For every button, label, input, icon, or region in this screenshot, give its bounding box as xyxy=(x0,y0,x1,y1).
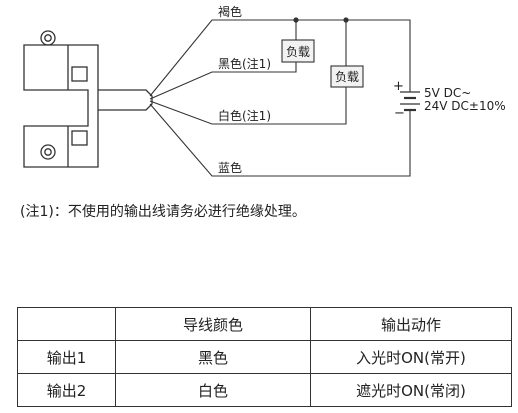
table-row: 输出1 黑色 入光时ON(常开) xyxy=(17,340,512,374)
wire-brown xyxy=(149,19,411,97)
wire-blue-label: 蓝色 xyxy=(218,161,242,175)
table-header-cell xyxy=(17,307,116,341)
supply-minus-sign: − xyxy=(394,106,405,121)
wire-white-label: 白色(注1) xyxy=(218,108,271,123)
table-cell: 输出1 xyxy=(17,340,116,374)
junction-dots xyxy=(293,17,349,23)
supply-voltage-line1: 5V DC~ xyxy=(424,86,471,100)
table-header-cell: 导线颜色 xyxy=(115,307,311,341)
supply-voltage-line2: 24V DC±10% xyxy=(424,99,506,113)
wire-white xyxy=(149,87,347,125)
wire-black xyxy=(149,62,297,100)
insulation-note: (注1)：不使用的输出线请务必进行绝缘处理。 xyxy=(20,204,306,220)
load-1-label: 负载 xyxy=(286,45,310,59)
table-cell: 黑色 xyxy=(115,340,311,374)
table-header-row: 导线颜色 输出动作 xyxy=(17,307,512,341)
supply-plus-sign: + xyxy=(393,79,404,94)
load-2: 负载 xyxy=(330,65,364,88)
sensor-body xyxy=(23,30,153,168)
wire-blue xyxy=(149,103,411,177)
wires xyxy=(149,19,411,177)
table-cell: 入光时ON(常开) xyxy=(310,340,512,374)
table-header-cell: 输出动作 xyxy=(310,307,512,341)
wire-black-label: 黑色(注1) xyxy=(218,56,271,71)
wire-brown-label: 褐色 xyxy=(218,4,242,19)
table-cell: 白色 xyxy=(115,373,311,407)
wiring-diagram: 负载 负载 褐色 黑色(注1) 白色(注1) 蓝色 + − 5V DC~ 24V… xyxy=(23,4,506,177)
battery-symbol xyxy=(400,91,420,112)
table-row: 输出2 白色 遮光时ON(常闭) xyxy=(17,373,512,407)
load-1: 负载 xyxy=(281,39,315,63)
output-table: 导线颜色 输出动作 输出1 黑色 入光时ON(常开) 输出2 白色 遮光时ON(… xyxy=(17,307,512,407)
table-cell: 输出2 xyxy=(17,373,116,407)
table-cell: 遮光时ON(常闭) xyxy=(310,373,512,407)
load-2-label: 负载 xyxy=(335,70,359,84)
